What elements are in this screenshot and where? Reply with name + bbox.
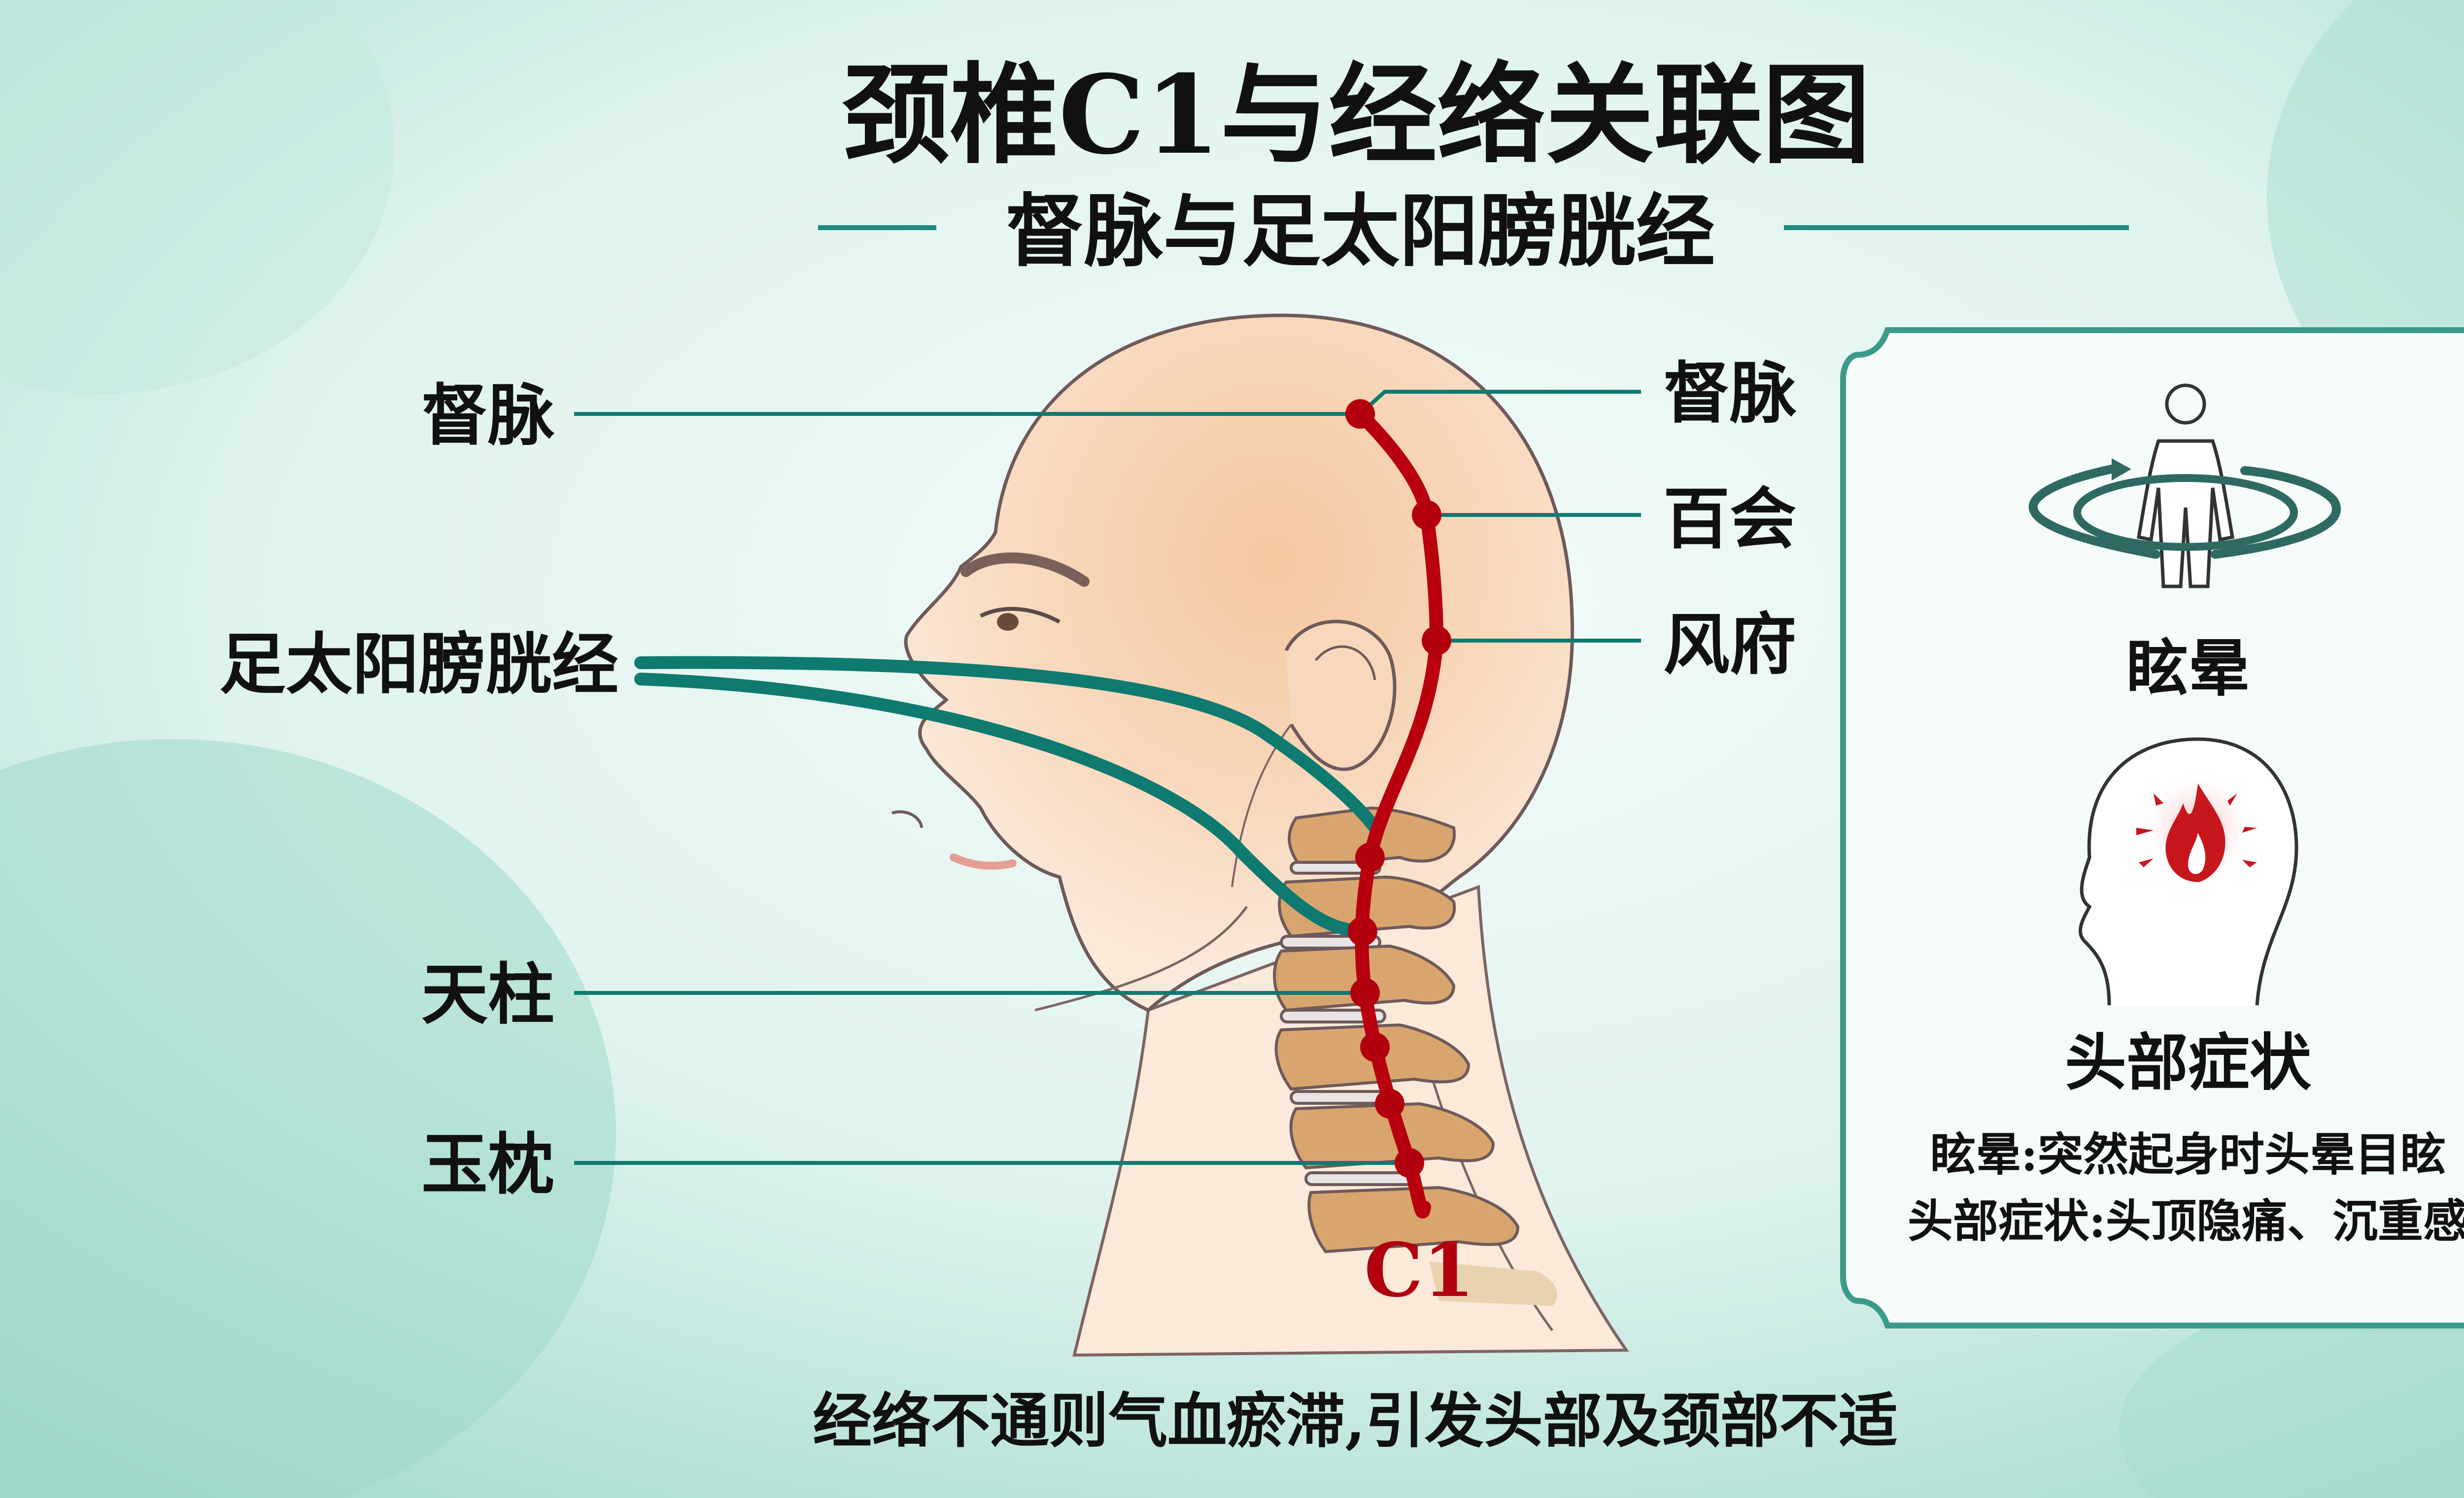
dizziness-title: 眩晕: [2126, 633, 2250, 705]
rotating-person-icon: [2028, 383, 2341, 588]
page-title: 颈椎C1与经络关联图: [842, 51, 1871, 178]
note-dizziness: 眩晕:突然起身时头晕目眩: [1930, 1128, 2446, 1181]
head-fire-icon: [2078, 737, 2298, 1006]
head-symptoms-title: 头部症状: [2065, 1027, 2312, 1099]
leader-lines: [574, 390, 1641, 1165]
label-baihui: 百会: [1663, 479, 1796, 558]
symptom-panel: 眩晕 头部症状 眩晕:突然起身时头晕目眩 头部症状:头顶隐痛、沉重感: [1840, 327, 2464, 1328]
label-dumai-right: 督脉: [1663, 354, 1797, 432]
label-tianzhu: 天柱: [421, 955, 554, 1033]
label-fengfu: 风府: [1663, 605, 1796, 683]
acupoint-markers: [1345, 399, 1451, 1178]
bottom-caption: 经络不通则气血瘀滞,引发头部及颈部不适: [813, 1386, 1898, 1456]
note-head-symptoms: 头部症状:头顶隐痛、沉重感: [1908, 1194, 2464, 1248]
label-bladder-meridian: 足太阳膀胱经: [219, 625, 618, 703]
label-yuzhen: 玉枕: [421, 1125, 554, 1203]
c1-vertebra-label: C1: [1364, 1227, 1474, 1314]
governor-vessel-meridian: [1345, 399, 1451, 1219]
label-dumai-left: 督脉: [421, 376, 555, 454]
page-subtitle: 督脉与足太阳膀胱经: [1005, 185, 1715, 277]
